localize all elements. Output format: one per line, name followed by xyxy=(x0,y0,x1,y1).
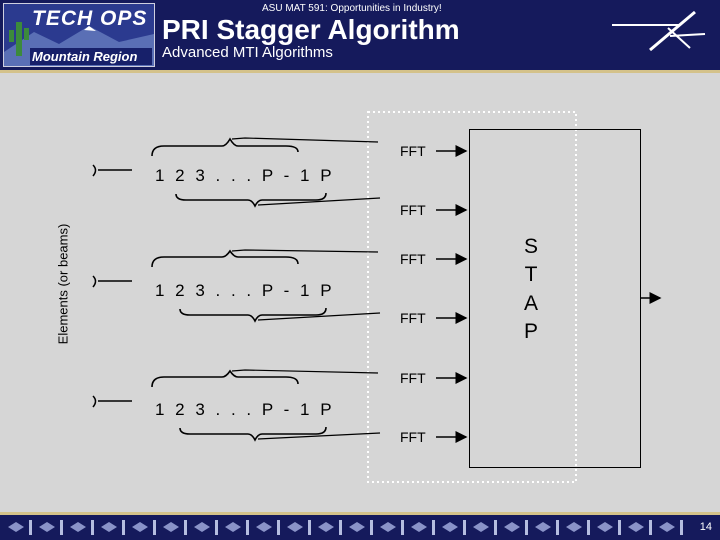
footer-ornament xyxy=(8,520,32,535)
footer-ornament xyxy=(163,520,187,535)
tech-ops-logo: TECH OPS Mountain Region xyxy=(3,3,155,67)
slide-title: PRI Stagger Algorithm xyxy=(162,14,460,45)
footer-ornament xyxy=(597,520,621,535)
brace-bottom-2 xyxy=(179,307,327,323)
footer-ornament xyxy=(132,520,156,535)
footer-ornament xyxy=(473,520,497,535)
header-bar: TECH OPS Mountain Region ASU MAT 591: Op… xyxy=(0,0,720,70)
footer-ornament xyxy=(411,520,435,535)
star-logo-icon xyxy=(612,10,706,52)
footer-ornament xyxy=(535,520,559,535)
elements-axis-label: Elements (or beams) xyxy=(55,223,71,345)
footer-bar: 14 xyxy=(0,515,720,540)
footer-ornament xyxy=(318,520,342,535)
footer-ornament xyxy=(70,520,94,535)
logo-text-bottom: Mountain Region xyxy=(30,48,152,65)
footer-ornament xyxy=(194,520,218,535)
stap-block xyxy=(469,129,641,468)
brace-top-2 xyxy=(151,249,299,268)
element-input-1 xyxy=(92,164,132,177)
fft-label-4: FFT xyxy=(400,310,426,326)
stap-letter-p: P xyxy=(523,320,538,343)
header-divider xyxy=(0,70,720,73)
page-number: 14 xyxy=(699,521,712,533)
fft-label-6: FFT xyxy=(400,429,426,445)
footer-ornament xyxy=(287,520,311,535)
course-title: ASU MAT 591: Opportunities in Industry! xyxy=(262,3,442,14)
footer-ornament xyxy=(442,520,466,535)
brace-top-3 xyxy=(151,369,299,388)
logo-text-top: TECH OPS xyxy=(32,7,148,30)
footer-ornament xyxy=(628,520,652,535)
cactus-pattern-icon xyxy=(8,520,683,535)
pulse-sequence-2: 1 2 3 . . . P - 1 P xyxy=(155,281,335,300)
footer-ornament xyxy=(504,520,528,535)
footer-ornament xyxy=(39,520,63,535)
fft-label-5: FFT xyxy=(400,370,426,386)
fft-label-3: FFT xyxy=(400,251,426,267)
footer-ornament xyxy=(256,520,280,535)
element-input-2 xyxy=(92,275,132,288)
slide-subtitle: Advanced MTI Algorithms xyxy=(162,44,333,61)
footer-divider xyxy=(0,512,720,515)
brace-top-1 xyxy=(151,137,299,157)
footer-ornament xyxy=(349,520,373,535)
stap-letter-a: A xyxy=(523,292,538,315)
stap-letter-t: T xyxy=(524,263,538,286)
footer-ornament xyxy=(659,520,683,535)
fft-label-2: FFT xyxy=(400,202,426,218)
pulse-sequence-3: 1 2 3 . . . P - 1 P xyxy=(155,400,335,419)
footer-ornament xyxy=(380,520,404,535)
element-input-3 xyxy=(92,395,132,408)
brace-bottom-3 xyxy=(179,426,327,442)
dotted-frame xyxy=(367,111,577,483)
footer-ornament xyxy=(566,520,590,535)
brace-bottom-1 xyxy=(175,192,327,208)
pulse-sequence-1: 1 2 3 . . . P - 1 P xyxy=(155,166,335,185)
fft-label-1: FFT xyxy=(400,143,426,159)
footer-ornament xyxy=(101,520,125,535)
footer-ornament xyxy=(225,520,249,535)
stap-letter-s: S xyxy=(523,235,538,258)
